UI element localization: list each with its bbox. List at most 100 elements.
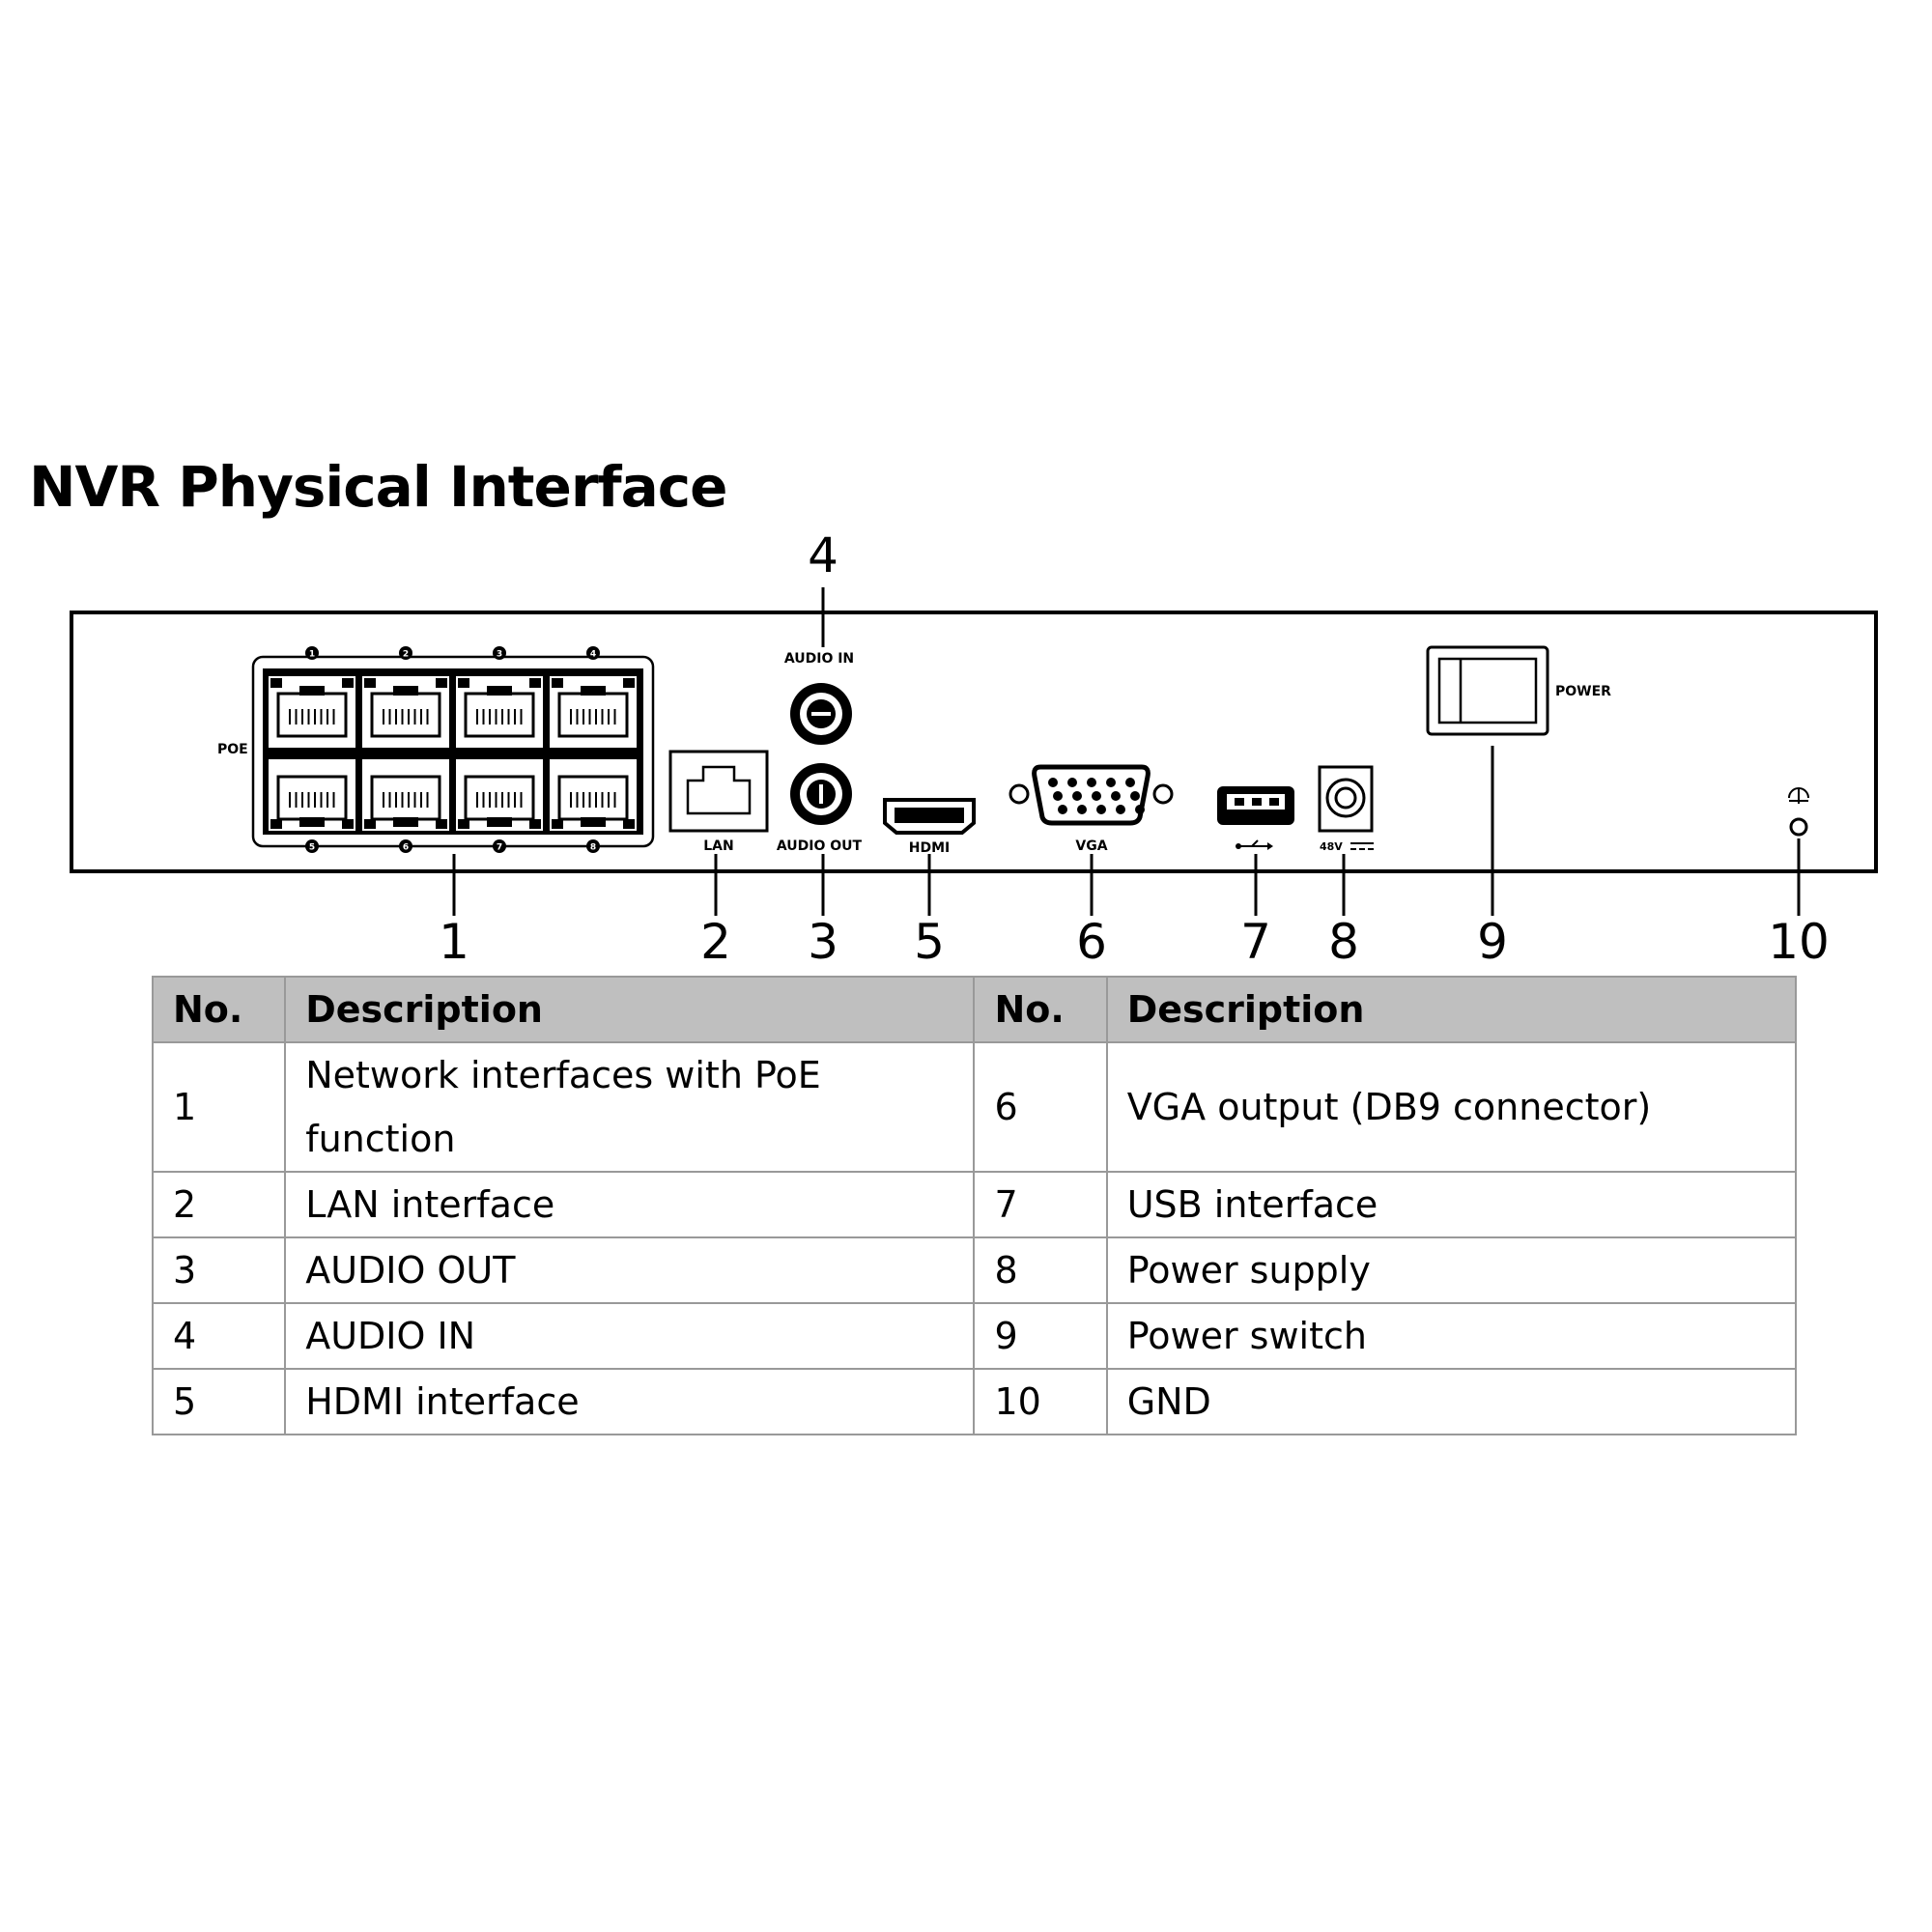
- port-number-dot: [586, 839, 600, 853]
- cell-description: VGA output (DB9 connector): [1105, 1041, 1798, 1173]
- cell-no: 5: [151, 1368, 287, 1435]
- dc-power-jack[interactable]: 48V: [1318, 765, 1374, 853]
- vga-pin: [1125, 778, 1135, 787]
- port-number: 1: [309, 650, 315, 660]
- poe-label: POE: [217, 742, 248, 757]
- vga-pin: [1048, 778, 1058, 787]
- rj45-port-grid: [269, 676, 637, 831]
- cell-no: 6: [973, 1041, 1108, 1173]
- interface-table: No. Description No. Description 1 Networ…: [151, 976, 1798, 1435]
- table-row: 3 AUDIO OUT 8 Power supply: [151, 1236, 1798, 1304]
- cell-no: 1: [151, 1041, 287, 1173]
- port-number-dots: 1 5 2 6 3 7 4 8: [305, 646, 600, 853]
- audio-in-label: AUDIO IN: [784, 651, 854, 667]
- port-number-dot: [399, 646, 412, 660]
- poe-rj45-port[interactable]: [362, 676, 449, 748]
- vga-pin: [1111, 791, 1121, 801]
- table-row: 4 AUDIO IN 9 Power switch: [151, 1302, 1798, 1370]
- cell-description: USB interface: [1105, 1171, 1798, 1238]
- port-number-dot: [399, 839, 412, 853]
- port-number: 7: [497, 843, 502, 853]
- power-label: POWER: [1555, 684, 1611, 699]
- port-number: 2: [403, 650, 409, 660]
- vga-pin: [1096, 805, 1106, 814]
- vga-pin: [1116, 805, 1125, 814]
- callout-number: 3: [808, 914, 838, 970]
- cell-description: Power supply: [1105, 1236, 1798, 1304]
- lan-port[interactable]: LAN: [668, 750, 769, 854]
- table-row: 5 HDMI interface 10 GND: [151, 1368, 1798, 1435]
- cell-no: 10: [973, 1368, 1108, 1435]
- poe-rj45-port[interactable]: [550, 676, 637, 748]
- vga-pin: [1067, 778, 1077, 787]
- cell-description: HDMI interface: [284, 1368, 976, 1435]
- vga-label: VGA: [1075, 838, 1107, 854]
- poe-rj45-port[interactable]: [269, 759, 355, 831]
- callout-number: 8: [1328, 914, 1359, 970]
- table-row: 2 LAN interface 7 USB interface: [151, 1171, 1798, 1238]
- cell-no: 7: [973, 1171, 1108, 1238]
- cell-description: AUDIO IN: [284, 1302, 976, 1370]
- dc-voltage-label: 48V: [1320, 840, 1343, 853]
- vga-pin: [1130, 791, 1140, 801]
- page-title: NVR Physical Interface: [29, 454, 728, 520]
- port-number: 4: [590, 650, 596, 660]
- vga-pin: [1053, 791, 1063, 801]
- usb-icon: [1236, 839, 1273, 850]
- port-number: 8: [590, 843, 596, 853]
- port-number: 5: [309, 843, 315, 853]
- port-number: 3: [497, 650, 502, 660]
- table-header-row: No. Description No. Description: [151, 976, 1798, 1043]
- header-description: Description: [1105, 976, 1798, 1043]
- usb-port[interactable]: [1217, 786, 1294, 850]
- cell-description: Network interfaces with PoE function: [284, 1041, 976, 1173]
- callout-number: 4: [808, 527, 838, 583]
- poe-rj45-port[interactable]: [456, 759, 543, 831]
- port-number-dot: [305, 646, 319, 660]
- table-row: 1 Network interfaces with PoE function 6…: [151, 1041, 1798, 1173]
- poe-rj45-port[interactable]: [362, 759, 449, 831]
- header-no: No.: [973, 976, 1108, 1043]
- port-number-dot: [493, 646, 506, 660]
- poe-rj45-port[interactable]: [550, 759, 637, 831]
- port-number-dot: [305, 839, 319, 853]
- vga-pin: [1058, 805, 1067, 814]
- vga-pin: [1135, 805, 1145, 814]
- callout-number: 2: [700, 914, 731, 970]
- cell-no: 4: [151, 1302, 287, 1370]
- port-number-dot: [586, 646, 600, 660]
- vga-pin: [1092, 791, 1101, 801]
- cell-no: 9: [973, 1302, 1108, 1370]
- lan-label: LAN: [703, 838, 733, 854]
- vga-port[interactable]: VGA: [1009, 764, 1174, 854]
- cell-no: 2: [151, 1171, 287, 1238]
- hdmi-label: HDMI: [909, 840, 950, 856]
- hdmi-port[interactable]: HDMI: [883, 798, 976, 856]
- callout-number: 1: [439, 914, 469, 970]
- audio-out-label: AUDIO OUT: [777, 838, 863, 854]
- callout-number: 10: [1768, 914, 1830, 970]
- cell-description: LAN interface: [284, 1171, 976, 1238]
- gnd-terminal[interactable]: [1788, 787, 1809, 837]
- cell-no: 3: [151, 1236, 287, 1304]
- cell-no: 8: [973, 1236, 1108, 1304]
- vga-pin: [1077, 805, 1087, 814]
- ground-icon: [1788, 787, 1809, 804]
- cell-description: GND: [1105, 1368, 1798, 1435]
- poe-rj45-port[interactable]: [269, 676, 355, 748]
- audio-out-jack[interactable]: AUDIO OUT: [777, 763, 863, 854]
- dc-symbol-icon: [1350, 842, 1374, 850]
- vga-pin: [1072, 791, 1082, 801]
- nvr-rear-panel-diagram: 1 5 2 6 3 7 4 8 POE LAN AUDIO IN AUDIO OUT HDMI…: [70, 527, 1878, 970]
- cell-description: Power switch: [1105, 1302, 1798, 1370]
- port-number-dot: [493, 839, 506, 853]
- poe-rj45-port[interactable]: [456, 676, 543, 748]
- callout-number: 6: [1076, 914, 1107, 970]
- nvr-chassis: [70, 611, 1878, 873]
- power-switch[interactable]: POWER: [1426, 645, 1611, 736]
- port-number: 6: [403, 843, 409, 853]
- header-description: Description: [284, 976, 976, 1043]
- vga-pin: [1106, 778, 1116, 787]
- audio-in-jack[interactable]: AUDIO IN: [784, 651, 854, 745]
